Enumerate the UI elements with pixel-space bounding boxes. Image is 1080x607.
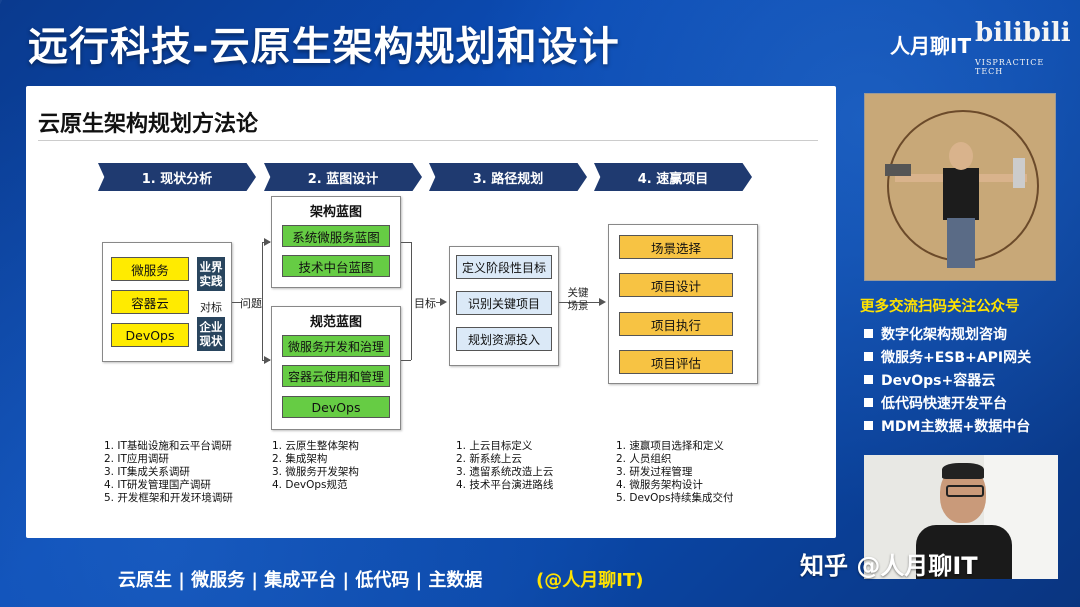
main-title: 远行科技-云原生架构规划和设计: [28, 24, 620, 70]
issue-split-line: [262, 242, 263, 360]
arrow-to-spec: [264, 356, 271, 364]
spec-item-container-mgmt: 容器云使用和管理: [282, 365, 390, 387]
path-box: 定义阶段性目标 识别关键项目 规划资源投入: [449, 246, 559, 366]
brand-sub: VISPRACTICE TECH: [975, 58, 1045, 76]
quickwin-box: 场景选择 项目设计 项目执行 项目评估: [608, 224, 758, 384]
list-item: 1. 云原生整体架构: [272, 440, 359, 452]
quickwin-item-design: 项目设计: [619, 273, 733, 297]
phase-status-analysis: 1. 现状分析: [98, 163, 256, 191]
arch-blueprint-title: 架构蓝图: [309, 205, 362, 220]
bullet-square-icon: [864, 329, 873, 338]
arch-blueprint-box: 架构蓝图 系统微服务蓝图 技术中台蓝图: [271, 196, 401, 288]
list-item: 4. IT研发管理国产调研: [104, 479, 211, 491]
list-blueprint: 1. 云原生整体架构 2. 集成架构 3. 微服务开发架构 4. DevOps规…: [272, 440, 359, 492]
bullet-square-icon: [864, 352, 873, 361]
target-label: 目标: [414, 297, 436, 310]
list-item: 3. IT集成关系调研: [104, 466, 190, 478]
arch-item-microservice: 系统微服务蓝图: [282, 225, 390, 247]
status-item-devops: DevOps: [111, 323, 189, 347]
issue-label: 问题: [240, 297, 262, 310]
arrow-to-arch: [264, 238, 271, 246]
arrow-to-path: [440, 298, 447, 306]
phase-quick-win: 4. 速赢项目: [594, 163, 752, 191]
bullet-square-icon: [864, 398, 873, 407]
list-item: 5. 开发框架和开发环境调研: [104, 492, 233, 504]
list-item: 1. IT基础设施和云平台调研: [104, 440, 232, 452]
quickwin-item-scene: 场景选择: [619, 235, 733, 259]
path-item-resource: 规划资源投入: [456, 327, 552, 351]
path-item-stage-goal: 定义阶段性目标: [456, 255, 552, 279]
compare-label: 对标: [200, 301, 222, 314]
promo-item: 微服务+ESB+API网关: [864, 345, 1031, 368]
list-item: 4. 微服务架构设计: [616, 479, 703, 491]
promo-item: MDM主数据+数据中台: [864, 414, 1031, 437]
spec-blueprint-box: 规范蓝图 微服务开发和治理 容器云使用和管理 DevOps: [271, 306, 401, 430]
list-item: 2. 人员组织: [616, 453, 672, 465]
promo-item: DevOps+容器云: [864, 368, 1031, 391]
list-item: 2. 集成架构: [272, 453, 328, 465]
phase-path-planning: 3. 路径规划: [429, 163, 587, 191]
arch-item-tech-platform: 技术中台蓝图: [282, 255, 390, 277]
promo-item: 低代码快速开发平台: [864, 391, 1031, 414]
zhihu-watermark: 知乎 @人月聊IT: [800, 552, 978, 580]
quickwin-item-evaluate: 项目评估: [619, 350, 733, 374]
phase-blueprint-design: 2. 蓝图设计: [264, 163, 422, 191]
list-item: 1. 速赢项目选择和定义: [616, 440, 724, 452]
scene-label: 关键场景: [567, 287, 589, 312]
list-item: 4. DevOps规范: [272, 479, 348, 491]
bullet-square-icon: [864, 375, 873, 384]
promo-item: 数字化架构规划咨询: [864, 322, 1031, 345]
scene-line: [559, 302, 601, 303]
list-item: 2. IT应用调研: [104, 453, 169, 465]
spec-blueprint-title: 规范蓝图: [309, 315, 362, 330]
tag-enterprise-status: 企业现状: [197, 317, 225, 351]
list-quickwin: 1. 速赢项目选择和定义 2. 人员组织 3. 研发过程管理 4. 微服务架构设…: [616, 440, 734, 505]
list-item: 2. 新系统上云: [456, 453, 522, 465]
spec-item-devops: DevOps: [282, 396, 390, 418]
list-path: 1. 上云目标定义 2. 新系统上云 3. 遗留系统改造上云 4. 技术平台演进…: [456, 440, 553, 492]
list-item: 3. 研发过程管理: [616, 466, 693, 478]
title-divider: [38, 140, 818, 141]
target-merge-line: [411, 242, 412, 360]
vitruvian-image: [864, 93, 1056, 281]
tool-icon: [1013, 158, 1025, 188]
promo-title: 更多交流扫码关注公众号: [860, 299, 1020, 315]
panel-title: 云原生架构规划方法论: [38, 112, 259, 137]
list-item: 4. 技术平台演进路线: [456, 479, 554, 491]
promo-list: 数字化架构规划咨询 微服务+ESB+API网关 DevOps+容器云 低代码快速…: [864, 322, 1031, 437]
brand-logo: bilibili VISPRACTICE TECH: [975, 18, 1075, 76]
methodology-panel: 云原生架构规划方法论 1. 现状分析 2. 蓝图设计 3. 路径规划 4. 速赢…: [26, 86, 836, 538]
list-item: 1. 上云目标定义: [456, 440, 533, 452]
bilibili-logo-icon: bilibili: [975, 18, 1071, 48]
list-item: 5. DevOps持续集成交付: [616, 492, 734, 504]
status-item-microservice: 微服务: [111, 257, 189, 281]
footer-handle: (@人月聊IT): [536, 570, 644, 591]
presenter-webcam: [864, 455, 1058, 579]
tag-industry-practice: 业界实践: [197, 257, 225, 291]
list-item: 3. 遗留系统改造上云: [456, 466, 554, 478]
status-box: 微服务 容器云 DevOps 业界实践 对标 企业现状: [102, 242, 232, 362]
spec-item-microservice-gov: 微服务开发和治理: [282, 335, 390, 357]
path-item-key-project: 识别关键项目: [456, 291, 552, 315]
footer-tags: 云原生 | 微服务 | 集成平台 | 低代码 | 主数据: [118, 570, 483, 591]
list-item: 3. 微服务开发架构: [272, 466, 359, 478]
bullet-square-icon: [864, 421, 873, 430]
issue-line: [232, 302, 242, 303]
tool-icon: [885, 164, 911, 176]
arrow-to-quickwin: [599, 298, 606, 306]
quickwin-item-execute: 项目执行: [619, 312, 733, 336]
status-item-container-cloud: 容器云: [111, 290, 189, 314]
glasses-icon: [946, 485, 984, 497]
brand-text: 人月聊IT: [890, 34, 972, 58]
list-status: 1. IT基础设施和云平台调研 2. IT应用调研 3. IT集成关系调研 4.…: [104, 440, 233, 505]
